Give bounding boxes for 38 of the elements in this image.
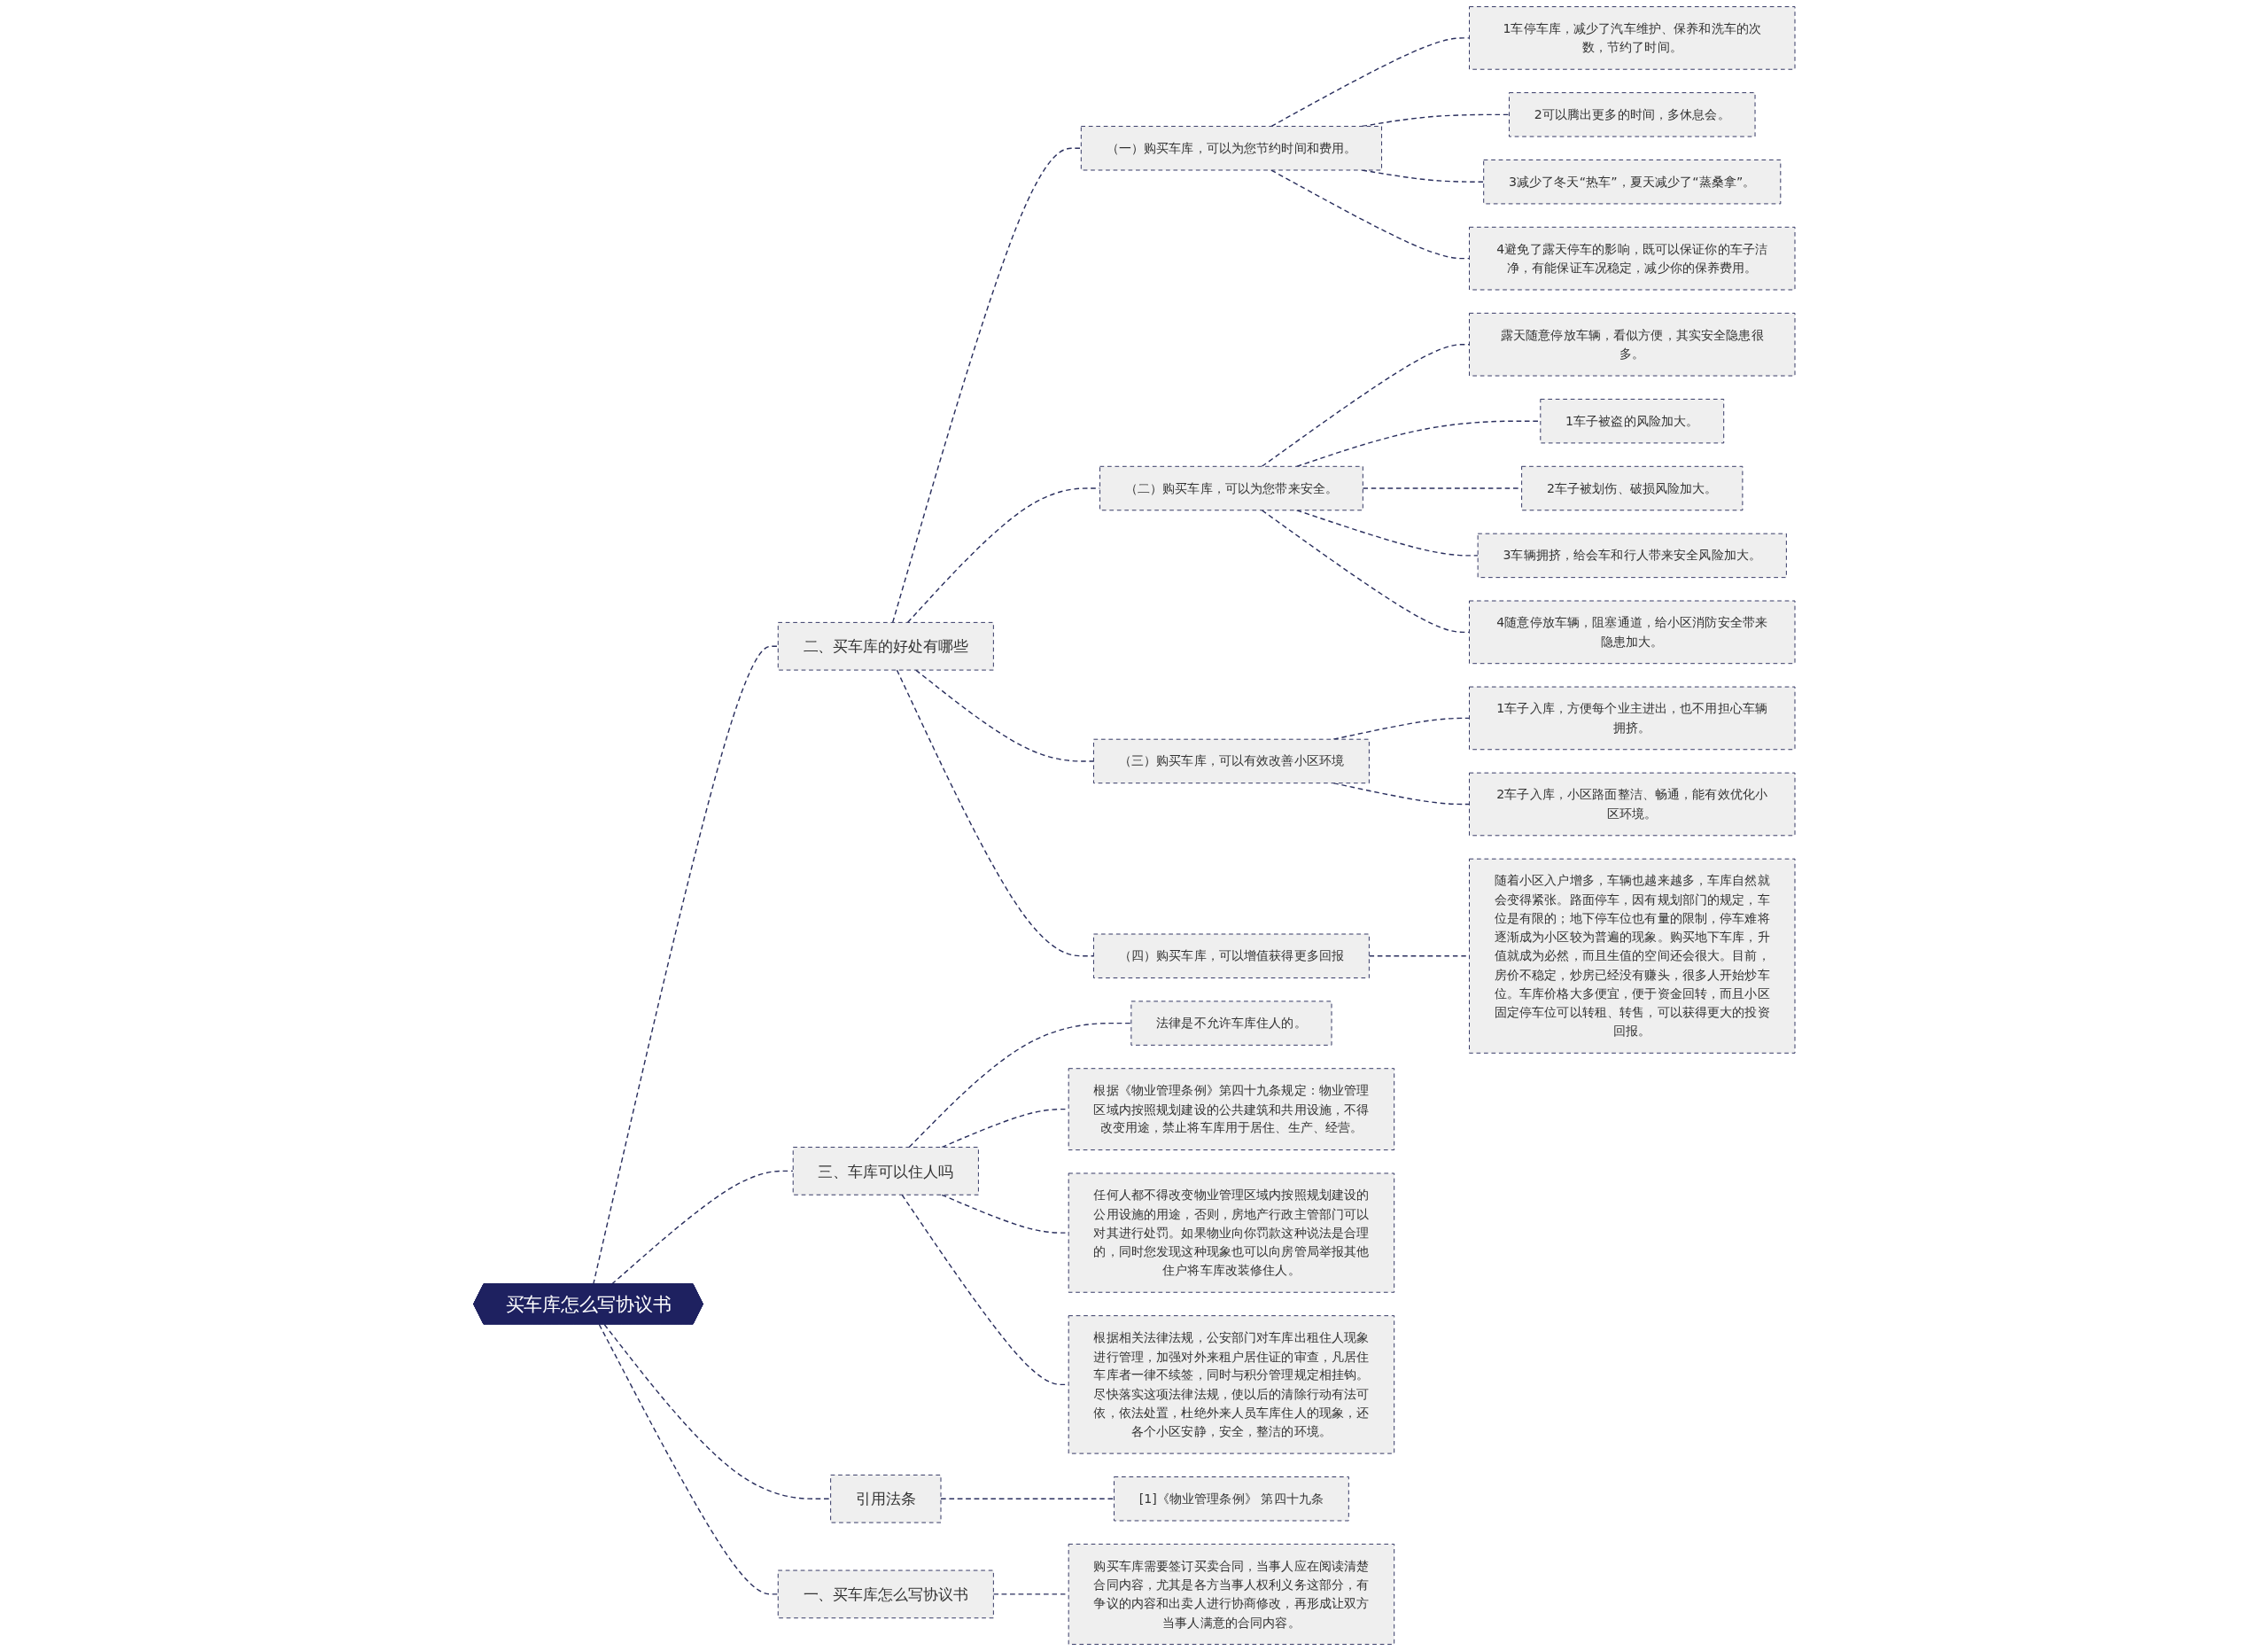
- node-box: （三）购买车库，可以有效改善小区环境: [1092, 738, 1370, 784]
- node-box: 1车子入库，方便每个业主进出，也不用担心车辆拥挤。: [1468, 686, 1796, 751]
- node-box: 二、买车库的好处有哪些: [777, 621, 994, 671]
- connector: [1295, 510, 1479, 557]
- node-box: 2车子入库，小区路面整洁、畅通，能有效优化小区环境。: [1468, 772, 1796, 837]
- node-box: 法律是不允许车库住人的。: [1130, 1001, 1332, 1046]
- connector: [610, 1170, 794, 1285]
- connector: [914, 669, 1094, 762]
- node-box: 随着小区入户增多，车辆也越来越多，车库自然就会变得紧张。路面停车，因有规划部门的规定，车位是有限的；地下停车位也有量的限制，停车难将逐渐成为小区较为普遍的现象。购买地下车库，升值就成为必然，而且生值的空间还会很大。目前，房价不稳定，炒房已经没有赚头，很多人开始炒车位。车库价格大多便宜，便于资金回转，而且小区固定停车位可以转租、转售，可以获得更大的投资回报。: [1468, 858, 1796, 1054]
- connector: [1332, 717, 1470, 740]
- node-box: [1]《物业管理条例》 第四十九条: [1113, 1476, 1349, 1522]
- node-box: 4随意停放车辆，阻塞通道，给小区消防安全带来隐患加大。: [1468, 600, 1796, 665]
- connector: [896, 669, 1094, 957]
- node-box: 3车辆拥挤，给会车和行人带来安全风险加大。: [1477, 533, 1787, 579]
- connector: [908, 1022, 1132, 1149]
- connector: [592, 645, 779, 1285]
- node-box: 引用法条: [829, 1474, 942, 1523]
- node-box: 任何人都不得改变物业管理区域内按照规划建设的公用设施的用途，否则，房地产行政主管部门可以对其进行处罚。如果物业向你罚款这种说法是合理的，同时您发现这种现象也可以向房管局举报其他住户将车库改装修住人。: [1068, 1172, 1394, 1293]
- node-box: 1车子被盗的风险加大。: [1540, 398, 1724, 444]
- node-box: 4避免了露天停车的影响，既可以保证你的车子洁净，有能保证车况稳定，减少你的保养费用。: [1468, 226, 1796, 291]
- node-box: （二）购买车库，可以为您带来安全。: [1099, 465, 1363, 511]
- connector: [1270, 37, 1470, 128]
- node-box: 露天随意停放车辆，看似方便，其实安全隐患很多。: [1468, 312, 1796, 377]
- connector: [603, 1323, 832, 1499]
- node-box: 1车停车库，减少了汽车维护、保养和洗车的次数，节约了时间。: [1468, 6, 1796, 70]
- connector: [940, 1498, 1115, 1499]
- node-box: 3减少了冬天“热车”，夏天减少了“蒸桑拿”。: [1482, 160, 1781, 205]
- connector: [598, 1323, 779, 1595]
- node-box: 一、买车库怎么写协议书: [777, 1569, 994, 1619]
- node-box: 三、车库可以住人吗: [792, 1147, 979, 1195]
- node-box: 2可以腾出更多的时间，多休息会。: [1508, 92, 1756, 137]
- node-box: （一）购买车库，可以为您节约时间和费用。: [1080, 126, 1382, 171]
- connector: [891, 147, 1082, 624]
- node-box: （四）购买车库，可以增值获得更多回报: [1092, 933, 1370, 978]
- node-box: 2车子被划伤、破损风险加大。: [1520, 465, 1744, 511]
- node-box: 购买车库需要签订买卖合同，当事人应在阅读清楚合同内容，尤其是各方当事人权利义务这部分，有争议的内容和出卖人进行协商修改，再形成让双方当事人满意的合同内容。: [1068, 1543, 1394, 1645]
- node-box: 根据《物业管理条例》第四十九条规定：物业管理区域内按照规划建设的公共建筑和共用设施，不得改变用途，禁止将车库用于居住、生产、经营。: [1068, 1068, 1394, 1151]
- node-box: 根据相关法律法规，公安部门对车库出租住人现象进行管理，加强对外来租户居住证的审查，凡居住车库者一律不续签，同时与积分管理规定相挂钩。尽快落实这项法律法规，使以后的清除行动有法可依，依法处置，杜绝外来人员车库住人的现象，还各个小区安静，安全，整洁的环境。: [1068, 1315, 1394, 1454]
